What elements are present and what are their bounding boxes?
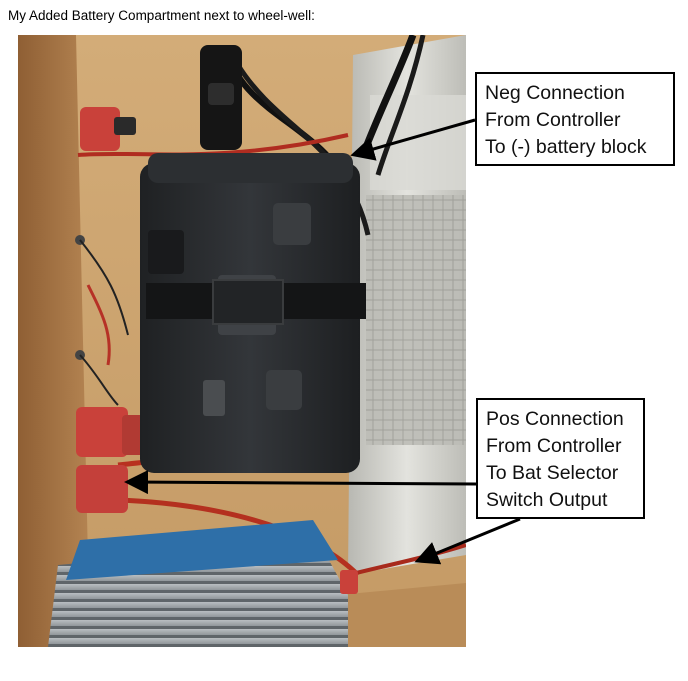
pos-connection-callout: Pos Connection From Controller To Bat Se…	[476, 398, 645, 519]
battery-compartment-photo	[18, 35, 466, 647]
pos-callout-line-3: To Bat Selector	[486, 462, 619, 484]
neg-callout-line-3: To (-) battery block	[485, 136, 647, 158]
left-wall	[18, 35, 90, 647]
pos-leader-arrow	[124, 470, 477, 495]
pos-callout-line-2: From Controller	[486, 435, 622, 457]
pos-callout-line-1: Pos Connection	[486, 408, 624, 430]
floor	[338, 583, 466, 647]
neg-leader-arrow	[350, 118, 476, 161]
pos-callout-line-4: Switch Output	[486, 489, 608, 511]
page-caption: My Added Battery Compartment next to whe…	[8, 8, 315, 23]
neg-connection-callout: Neg Connection From Controller To (-) ba…	[475, 72, 675, 166]
neg-callout-line-2: From Controller	[485, 109, 621, 131]
foil-wrap	[366, 195, 466, 445]
red-terminal-block	[80, 107, 120, 151]
neg-callout-line-1: Neg Connection	[485, 82, 625, 104]
pos-leader-arrow-2	[414, 517, 521, 565]
